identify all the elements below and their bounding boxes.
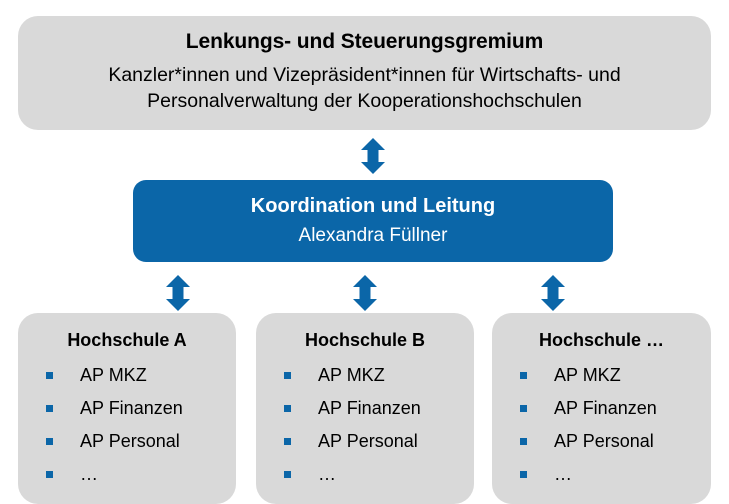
double-arrow-icon-steering-coordination [360,138,386,174]
school-workpackage-list-a: AP MKZ AP Finanzen AP Personal … [18,366,236,483]
square-bullet-icon [284,371,291,379]
square-bullet-icon [520,404,527,412]
coordination-title: Koordination und Leitung [250,195,496,218]
list-item: … [492,465,711,483]
steering-committee-subtitle: Kanzler*innen und Vizepräsident*innen fü… [108,64,621,113]
double-arrow-icon-school-c [540,275,566,311]
square-bullet-icon [46,470,53,478]
square-bullet-icon [520,437,527,445]
school-title-b: Hochschule B [304,330,426,350]
list-item-label: AP MKZ [554,364,621,385]
list-item: AP Personal [256,432,474,450]
square-bullet-icon [46,437,53,445]
square-bullet-icon [46,404,53,412]
list-item: AP MKZ [18,366,236,384]
list-item: AP MKZ [492,366,711,384]
square-bullet-icon [520,371,527,379]
list-item-label: AP Finanzen [318,397,421,418]
list-item-label: AP Personal [80,430,180,451]
list-item-label: AP Finanzen [80,397,183,418]
list-item: … [256,465,474,483]
double-arrow-icon-school-a [165,275,191,311]
school-title-c: Hochschule … [538,330,665,350]
school-workpackage-list-c: AP MKZ AP Finanzen AP Personal … [492,366,711,483]
list-item-label: AP Personal [554,430,654,451]
square-bullet-icon [284,404,291,412]
list-item: AP Finanzen [18,399,236,417]
steering-committee-title: Lenkungs- und Steuerungsgremium [185,30,544,54]
list-item: … [18,465,236,483]
list-item: AP MKZ [256,366,474,384]
school-workpackage-list-b: AP MKZ AP Finanzen AP Personal … [256,366,474,483]
list-item: AP Finanzen [492,399,711,417]
list-item-label: AP MKZ [318,364,385,385]
list-item-label: … [318,463,336,484]
list-item-label: … [80,463,98,484]
coordination-person-name: Alexandra Füllner [298,225,448,247]
steering-committee-box: Lenkungs- und Steuerungsgremium Kanzler*… [18,16,711,130]
list-item-label: AP Finanzen [554,397,657,418]
double-arrow-icon-school-b [352,275,378,311]
list-item: AP Personal [18,432,236,450]
school-box-b: Hochschule B AP MKZ AP Finanzen AP Perso… [256,313,474,504]
list-item-label: AP MKZ [80,364,147,385]
school-box-a: Hochschule A AP MKZ AP Finanzen AP Perso… [18,313,236,504]
school-title-a: Hochschule A [67,330,187,350]
coordination-box: Koordination und Leitung Alexandra Fülln… [133,180,613,262]
list-item: AP Personal [492,432,711,450]
list-item-label: AP Personal [318,430,418,451]
square-bullet-icon [520,470,527,478]
list-item-label: … [554,463,572,484]
square-bullet-icon [284,470,291,478]
school-box-c: Hochschule … AP MKZ AP Finanzen AP Perso… [492,313,711,504]
square-bullet-icon [46,371,53,379]
list-item: AP Finanzen [256,399,474,417]
square-bullet-icon [284,437,291,445]
